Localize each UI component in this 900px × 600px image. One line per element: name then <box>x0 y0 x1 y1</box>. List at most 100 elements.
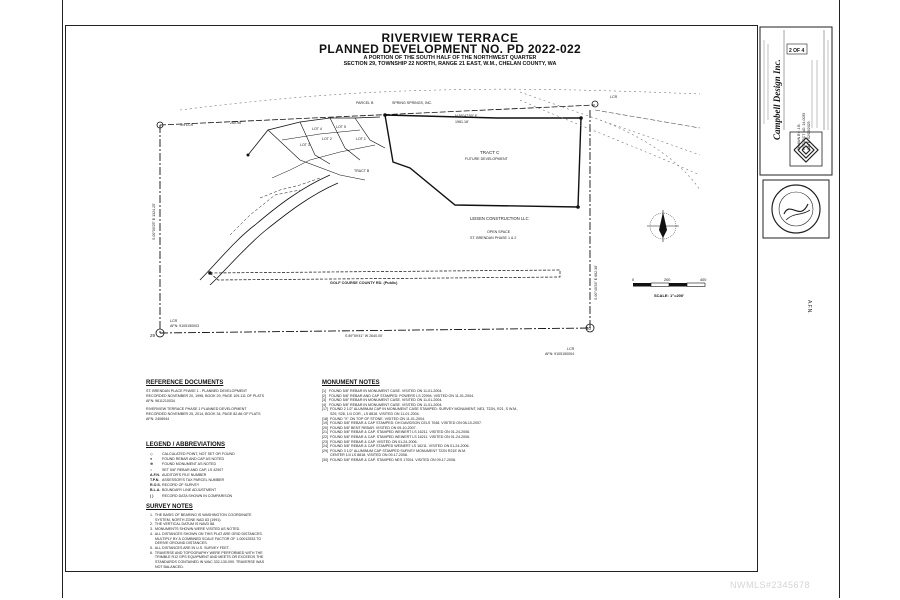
legend-text: RECORD OF SURVEY <box>162 483 200 488</box>
bearing-left: S 00°00'25" E 1324.25' <box>152 203 156 240</box>
legend-symbol: ○ <box>150 467 153 472</box>
monument-note-line: [2] FOUND 5/8" REBAR AND CAP STAMPED: PO… <box>322 393 475 398</box>
project-number: PROJECT NO. 24-0035 <box>802 113 806 150</box>
monument-sw-number: 29 <box>150 333 156 338</box>
legend-row: ●FOUND REBAR AND CAP AS NOTED <box>150 457 224 461</box>
distance-top: 1981.18' <box>455 120 469 124</box>
afn-sw-label: AFN: 9105150003 <box>170 324 199 328</box>
phase-note-label: ST. BRENDAN PHASE 1 & 2 <box>470 236 516 240</box>
survey-note-line: SYSTEM, NORTH ZONE NAD 83 (1991). <box>150 517 222 522</box>
legend-symbol: R.O.S. <box>150 483 161 488</box>
boundary-lines <box>159 88 701 334</box>
lot-2-label: LOT 2 <box>322 137 332 141</box>
reference-doc-1-line3: AFN: 9611210034 <box>146 399 175 403</box>
plat-text: TRACT C FUTURE DEVELOPMENT LEISEN CONSTR… <box>150 95 618 356</box>
scale-label: SCALE: 1"=200' <box>654 293 684 298</box>
monument-note-line: [30] FOUND 5/8" REBAR & CAP. STAMPED NES… <box>322 458 456 462</box>
legend-row: ○SET 5/8" REBAR AND CAP, LS 42907 <box>150 468 223 472</box>
reference-doc-2-line3: AFN: 2408944 <box>146 417 170 421</box>
survey-note-line: 3. MONUMENTS SHOWN WERE VISITED AS NOTED… <box>150 527 241 532</box>
legend-symbol: ◇ <box>150 452 153 456</box>
lcr-se-label: LCR <box>567 347 575 351</box>
monument-note-line: [22] FOUND 5/8" REBAR & CAP. STAMPED WEI… <box>322 435 471 439</box>
monument-note-line: [21] FOUND 5/8" REBAR & CAP. STAMPED WEI… <box>322 430 471 435</box>
monument-note-line: [17] FOUND 2 1/2" ALUMINUM CAP IN MONUME… <box>322 407 519 412</box>
monuments <box>155 100 599 338</box>
plat-description-line2: SECTION 29, TOWNSHIP 22 NORTH, RANGE 21 … <box>343 61 557 67</box>
legend-symbol: T.P.N. <box>150 478 160 482</box>
survey-note-line: MULTIPLY BY A COMBINED SCALE FACTOR OF 1… <box>150 536 262 541</box>
tract-c-label: TRACT C <box>480 150 500 155</box>
survey-notes-title: SURVEY NOTES <box>146 504 193 510</box>
survey-note-line: NOT BALANCED. <box>150 564 184 569</box>
monument-note-line: [23] FOUND 5/8" REBAR & CAP. VISITED ON … <box>322 439 418 444</box>
surveyor-seal <box>762 179 830 239</box>
plat-description-line1: A PORTION OF THE SOUTH HALF OF THE NORTH… <box>363 55 537 61</box>
owner-label: LEISEN CONSTRUCTION LLC <box>470 216 529 221</box>
monument-note-line: [4] FOUND 5/8" REBAR IN MONUMENT CASE. V… <box>322 402 443 407</box>
title-block: Campbell Design Inc. 2 OF 4 DRAWN BY: J.… <box>759 26 833 239</box>
scale-tick-200: 200 <box>664 278 670 282</box>
legend-text: CALCULATED POINT, NOT SET OR FOUND <box>162 452 235 456</box>
legend-text: RECORD DATA SHOWN IN COMPARISON <box>162 493 233 498</box>
legend-symbol: A.F.N. <box>150 472 160 477</box>
monument-se-number: 30 <box>586 326 592 331</box>
bearing-top: N 89°47'50" E <box>455 114 478 118</box>
monument-note-line: [20] FOUND 5/8" BENT REBAR. VISITED ON 0… <box>322 425 417 430</box>
survey-note-line: DERIVE GROUND DISTANCES. <box>150 541 208 546</box>
reference-doc-2-line1: RIVERVIEW TERRACE PHASE 1 PLANNED DEVELO… <box>146 407 247 411</box>
side-label: A.F.N. <box>806 300 812 314</box>
monument-note-line: [1] FOUND 5/8" REBAR IN MONUMENT CASE. V… <box>322 389 443 393</box>
reference-doc-1-line1: ST. BRENDAN PLACE PHASE 1 - PLANNED DEVE… <box>146 389 248 393</box>
lot-4-label: LOT 4 <box>312 127 322 131</box>
north-arrow <box>647 210 679 242</box>
legend-symbol: ( ) <box>150 493 154 498</box>
lot-3-label: LOT 3 <box>300 143 310 147</box>
survey-note-line: 6. TRAVERSE AND TOPOGRAPHY WERE PERFORME… <box>150 550 263 555</box>
plat-subtitle: PLANNED DEVELOPMENT NO. PD 2022-022 <box>319 42 581 56</box>
monument-note-line: [19] FOUND 5/8" REBAR & CAP STAMPED: DH … <box>322 421 483 426</box>
afn-se-label: AFN: 9105150004 <box>545 352 574 356</box>
survey-note-line: 5. ALL DISTANCES ARE IN U.S. SURVEY FEET… <box>150 545 230 550</box>
reference-doc-2-line2: RECORDED NOVEMBER 25, 2014, BOOK 34, PAG… <box>146 412 261 416</box>
spring-springs-label: SPRING SPRINGS, INC. <box>392 101 432 105</box>
bearing-right: S 00°40'33" E 662.38' <box>594 265 598 300</box>
road-label: GOLF COURSE COUNTY RD. (Public) <box>330 281 398 285</box>
distance-nw: 260.98' <box>230 121 242 125</box>
legend-text: ASSESSOR'S TAX PARCEL NUMBER <box>162 478 225 482</box>
legend-row: ( ) RECORD DATA SHOWN IN COMPARISON <box>150 494 232 498</box>
lot-1-label: LOT 1 <box>356 137 366 141</box>
bearing-bottom: S 89°59'41" W 2640.00' <box>345 334 383 338</box>
lcr-sw-label: LCR <box>170 319 178 323</box>
survey-note-line: 4. ALL DISTANCES SHOWN ON THIS PLAT ARE … <box>150 531 263 536</box>
legend-text: FOUND REBAR AND CAP AS NOTED <box>162 457 225 462</box>
open-space-label: OPEN SPACE <box>487 230 511 234</box>
survey-note-line: STANDARDS CONTAINED IN WAC 332-130-090. … <box>150 560 265 564</box>
legend-row: R.O.S.RECORD OF SURVEY <box>150 483 199 487</box>
watermark: NWMLS#2345678 <box>730 580 811 590</box>
parcel-b-label: PARCEL B <box>356 101 374 105</box>
monument-note-line: S29, S28, 1/4 COR., LS 8818. VISITED ON … <box>322 412 420 416</box>
survey-note-line: TRIMBLE R12 GPS EQUIPMENT AND MEETS OR E… <box>150 555 264 560</box>
plat-title: RIVERVIEW TERRACE <box>381 31 519 45</box>
lcr-nw-label: 3/4 LCR <box>180 123 194 127</box>
company-logo <box>789 131 823 167</box>
monument-note-line: [3] FOUND 5/8" REBAR IN MONUMENT CASE. V… <box>322 398 443 403</box>
scale-bar: 0 200 400 SCALE: 1"=200' <box>632 278 706 298</box>
monument-note-line: [24] FOUND 5/8" REBAR & CAP STAMPED WEIN… <box>322 444 470 449</box>
legend-symbol: ⊕ <box>150 462 154 467</box>
scale-tick-400: 400 <box>700 278 706 282</box>
monument-note-line: [29] FOUND 3 1/2" ALUMINUM CAP STAMPED S… <box>322 448 467 453</box>
reference-doc-1-line2: RECORDED NOVEMBER 20, 1996, BOOK 29, PAG… <box>146 394 264 398</box>
monument-note-line: [18] FOUND "X" ON TOP OF STONE. VISITED … <box>322 416 426 421</box>
legend-title: LEGEND / ABBREVIATIONS <box>146 442 226 448</box>
company-name: Campbell Design Inc. <box>772 59 782 140</box>
legend-row: B.L.A.BOUNDARY LINE ADJUSTMENT <box>150 488 216 492</box>
reference-documents-title: REFERENCE DOCUMENTS <box>146 380 224 386</box>
legend-text: FOUND MONUMENT AS NOTED <box>162 462 217 467</box>
legend-text: AUDITOR'S FILE NUMBER <box>162 472 207 477</box>
legend-symbol: B.L.A. <box>150 488 161 493</box>
monument-note-line: CENTER 1/4 LS 8818. VISITED ON 09-17-200… <box>322 453 408 458</box>
legend-row: ⊕ FOUND MONUMENT AS NOTED <box>150 462 216 466</box>
